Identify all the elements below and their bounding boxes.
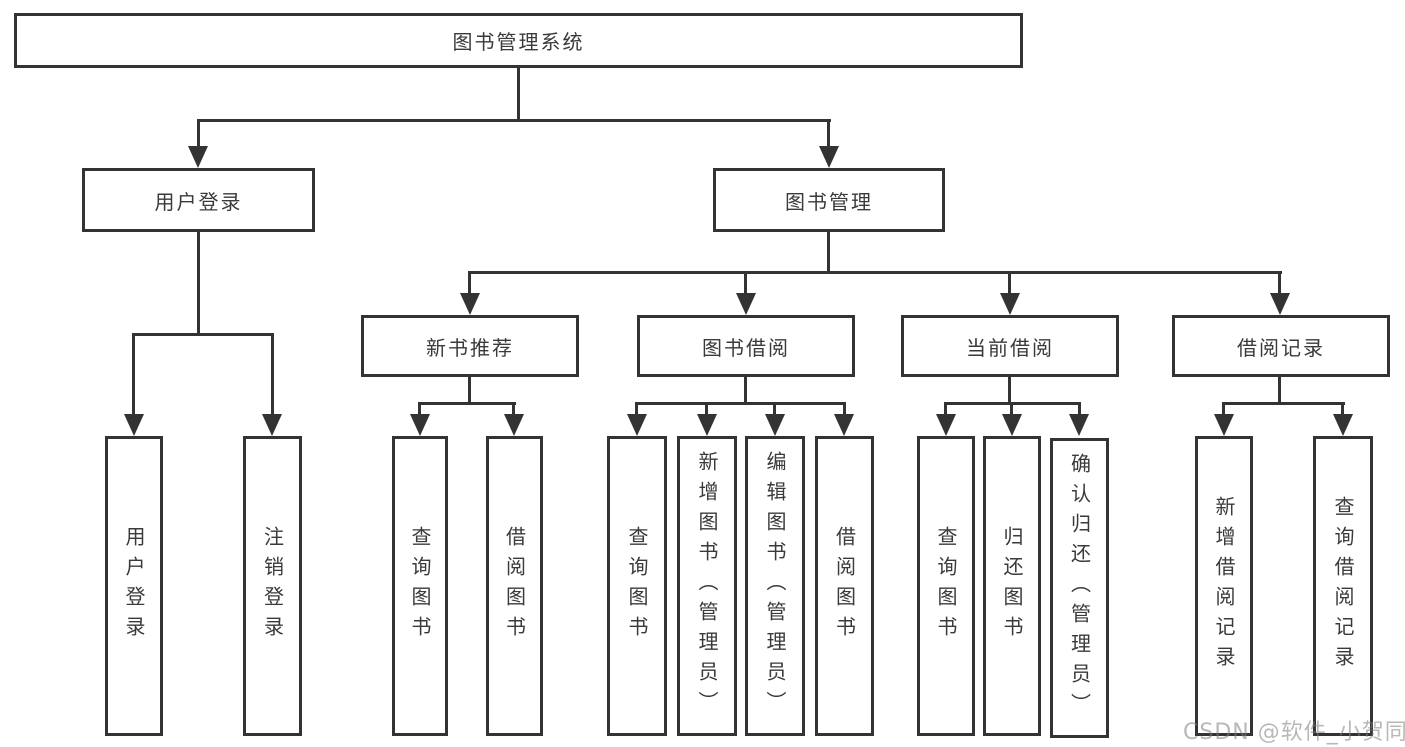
node-root-label: 图书管理系统: [452, 30, 585, 54]
connector-newbook-hline: [418, 402, 516, 405]
node-return-books-label: 归还图书: [1000, 526, 1024, 646]
connector-userlogin-drop2: [271, 333, 274, 418]
arrowhead-down-icon: [410, 414, 430, 436]
connector-newbook-drop1: [418, 402, 421, 418]
arrowhead-down-icon: [1000, 293, 1020, 315]
connector-userlogin-vstem: [197, 232, 200, 336]
arrowhead-down-icon: [1002, 414, 1022, 436]
arrowhead-down-icon: [1270, 293, 1290, 315]
node-add-borrow-record-label: 新增借阅记录: [1212, 496, 1236, 676]
connector-records-vstem: [1278, 376, 1281, 404]
node-query-books-borrowing: 查询图书: [607, 436, 667, 736]
node-borrowing-records-label: 借阅记录: [1237, 335, 1325, 360]
arrowhead-down-icon: [460, 293, 480, 315]
node-current-borrowing: 当前借阅: [901, 315, 1119, 377]
connector-records-drop2: [1341, 402, 1344, 418]
connector-current-vstem: [1008, 376, 1011, 404]
node-query-books-borrowing-label: 查询图书: [625, 526, 649, 646]
node-user-login-leaf-label: 用户登录: [122, 526, 146, 646]
node-query-books-recommend: 查询图书: [392, 436, 448, 736]
arrowhead-down-icon: [188, 146, 208, 168]
connector-bookmgmt-drop2: [744, 271, 747, 295]
arrowhead-down-icon: [124, 414, 144, 436]
node-query-borrow-record: 查询借阅记录: [1313, 436, 1373, 736]
node-confirm-return-admin: 确认归还（管理员）: [1050, 438, 1109, 738]
csdn-watermark: CSDN @软件_小贺同学: [1183, 720, 1405, 745]
node-query-books-recommend-label: 查询图书: [408, 526, 432, 646]
arrowhead-down-icon: [627, 414, 647, 436]
node-book-management-label: 图书管理: [785, 189, 873, 214]
node-new-book-recommend: 新书推荐: [361, 315, 579, 377]
arrowhead-down-icon: [1333, 414, 1353, 436]
connector-borrowing-vstem: [744, 376, 747, 404]
arrowhead-down-icon: [765, 414, 785, 436]
connector-borrowing-drop3: [773, 402, 776, 418]
node-borrow-books-recommend-label: 借阅图书: [502, 526, 527, 646]
connector-borrowing-drop1: [635, 402, 638, 418]
node-logout-leaf-label: 注销登录: [260, 526, 285, 646]
connector-records-drop1: [1222, 402, 1225, 418]
connector-records-hline: [1222, 402, 1345, 405]
connector-root-vstem: [517, 68, 520, 121]
node-query-books-current: 查询图书: [917, 436, 975, 736]
node-return-books: 归还图书: [983, 436, 1041, 736]
node-book-borrowing: 图书借阅: [637, 315, 855, 377]
connector-bookmgmt-drop1: [468, 271, 471, 295]
connector-current-drop3: [1078, 402, 1081, 418]
node-logout-leaf: 注销登录: [243, 436, 302, 736]
connector-borrowing-drop2: [705, 402, 708, 418]
node-user-login-label: 用户登录: [154, 189, 243, 214]
connector-bookmgmt-vstem: [827, 232, 830, 273]
node-borrowing-records: 借阅记录: [1172, 315, 1390, 377]
connector-borrowing-hline: [635, 402, 846, 405]
connector-userlogin-drop1: [132, 333, 135, 418]
connector-newbook-drop2: [512, 402, 515, 418]
node-borrow-books-borrowing: 借阅图书: [815, 436, 874, 736]
node-root: 图书管理系统: [14, 13, 1023, 68]
node-book-borrowing-label: 图书借阅: [702, 335, 790, 360]
node-add-borrow-record: 新增借阅记录: [1195, 436, 1253, 736]
arrowhead-down-icon: [1214, 414, 1234, 436]
arrowhead-down-icon: [936, 414, 956, 436]
node-book-management: 图书管理: [713, 168, 945, 232]
arrowhead-down-icon: [504, 414, 524, 436]
connector-bookmgmt-drop3: [1008, 271, 1011, 295]
connector-root-hline: [197, 119, 831, 122]
arrowhead-down-icon: [1069, 414, 1089, 436]
node-edit-books-admin: 编辑图书（管理员）: [745, 436, 805, 736]
node-borrow-books-borrowing-label: 借阅图书: [832, 526, 857, 646]
connector-borrowing-drop4: [843, 402, 846, 418]
connector-bookmgmt-drop4: [1278, 271, 1281, 295]
arrowhead-down-icon: [834, 414, 854, 436]
node-add-books-admin-label: 新增图书（管理员）: [695, 451, 719, 721]
node-user-login-leaf: 用户登录: [105, 436, 163, 736]
arrowhead-down-icon: [262, 414, 282, 436]
node-borrow-books-recommend: 借阅图书: [486, 436, 543, 736]
connector-bookmgmt-hline: [468, 271, 1282, 274]
arrowhead-down-icon: [736, 293, 756, 315]
node-current-borrowing-label: 当前借阅: [966, 335, 1054, 360]
node-query-borrow-record-label: 查询借阅记录: [1331, 496, 1355, 676]
arrowhead-down-icon: [819, 146, 839, 168]
connector-current-drop2: [1010, 402, 1013, 418]
node-query-books-current-label: 查询图书: [934, 526, 958, 646]
arrowhead-down-icon: [697, 414, 717, 436]
connector-current-drop1: [944, 402, 947, 418]
connector-userlogin-hline: [132, 333, 274, 336]
connector-root-drop-left: [197, 119, 200, 149]
connector-root-drop-right: [827, 119, 830, 149]
connector-newbook-vstem: [468, 376, 471, 404]
node-user-login: 用户登录: [82, 168, 315, 232]
node-add-books-admin: 新增图书（管理员）: [677, 436, 737, 736]
node-edit-books-admin-label: 编辑图书（管理员）: [763, 451, 787, 721]
node-new-book-recommend-label: 新书推荐: [426, 335, 514, 360]
node-confirm-return-admin-label: 确认归还（管理员）: [1067, 453, 1092, 723]
